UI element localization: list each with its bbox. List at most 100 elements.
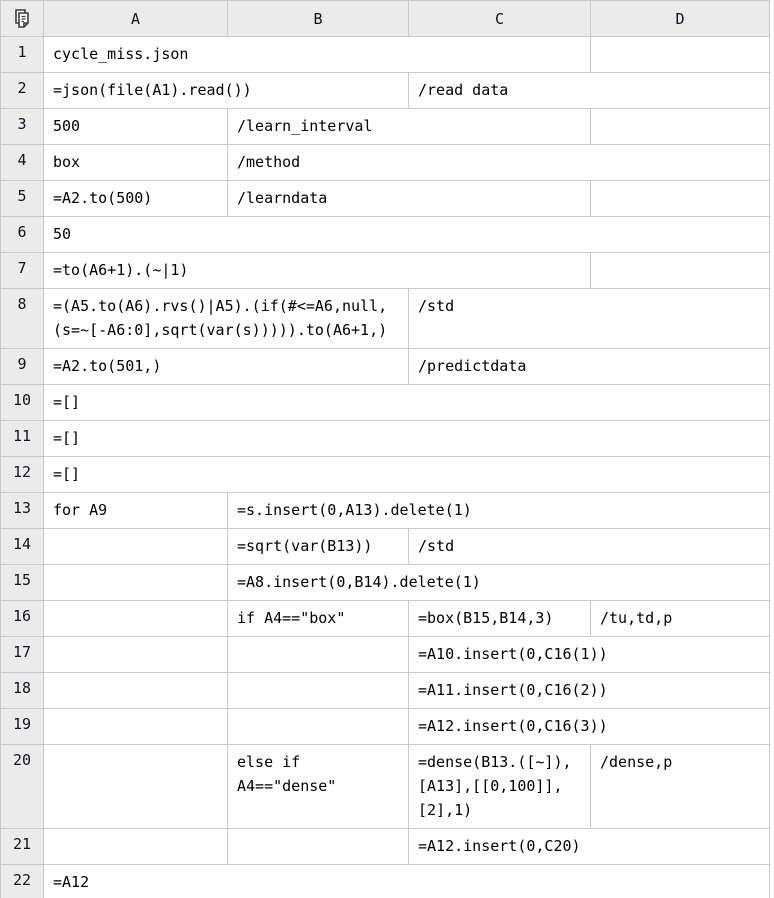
cell-A12[interactable]: =[] xyxy=(43,456,770,493)
cell-A1[interactable]: cycle_miss.json xyxy=(43,36,591,73)
cell-A11[interactable]: =[] xyxy=(43,420,770,457)
row-header-8[interactable]: 8 xyxy=(0,288,44,349)
row-header-20[interactable]: 20 xyxy=(0,744,44,829)
sheet-row-10: 10=[] xyxy=(0,384,770,421)
sheet-row-12: 12=[] xyxy=(0,456,770,493)
column-header-C[interactable]: C xyxy=(408,0,591,37)
cell-D7[interactable] xyxy=(590,252,770,289)
sheet-row-18: 18 =A11.insert(0,C16(2)) xyxy=(0,672,770,709)
cell-A13[interactable]: for A9 xyxy=(43,492,228,529)
cell-B16[interactable]: if A4=="box" xyxy=(227,600,409,637)
row-header-18[interactable]: 18 xyxy=(0,672,44,709)
select-all-corner[interactable] xyxy=(0,0,44,37)
cell-C14[interactable]: /std xyxy=(408,528,770,565)
sheet-row-22: 22=A12 xyxy=(0,864,770,898)
cell-A16[interactable] xyxy=(43,600,228,637)
cell-B4[interactable]: /method xyxy=(227,144,770,181)
cell-D1[interactable] xyxy=(590,36,770,73)
sheet-row-2: 2=json(file(A1).read())/read data xyxy=(0,72,770,109)
row-header-13[interactable]: 13 xyxy=(0,492,44,529)
cell-A8[interactable]: =(A5.to(A6).rvs()|A5).(if(#<=A6,null, (s… xyxy=(43,288,409,349)
cell-C9[interactable]: /predictdata xyxy=(408,348,770,385)
cell-A7[interactable]: =to(A6+1).(~|1) xyxy=(43,252,591,289)
sheet-row-17: 17 =A10.insert(0,C16(1)) xyxy=(0,636,770,673)
cell-C18[interactable]: =A11.insert(0,C16(2)) xyxy=(408,672,770,709)
cell-C16[interactable]: =box(B15,B14,3) xyxy=(408,600,591,637)
cell-B20[interactable]: else if A4=="dense" xyxy=(227,744,409,829)
row-header-9[interactable]: 9 xyxy=(0,348,44,385)
row-header-3[interactable]: 3 xyxy=(0,108,44,145)
copy-sheets-icon xyxy=(1,7,43,31)
cell-A21[interactable] xyxy=(43,828,228,865)
row-header-15[interactable]: 15 xyxy=(0,564,44,601)
row-header-5[interactable]: 5 xyxy=(0,180,44,217)
cell-A3[interactable]: 500 xyxy=(43,108,228,145)
column-header-A[interactable]: A xyxy=(43,0,228,37)
cell-B15[interactable]: =A8.insert(0,B14).delete(1) xyxy=(227,564,770,601)
cell-A17[interactable] xyxy=(43,636,228,673)
row-header-16[interactable]: 16 xyxy=(0,600,44,637)
row-header-12[interactable]: 12 xyxy=(0,456,44,493)
cell-A20[interactable] xyxy=(43,744,228,829)
cell-C8[interactable]: /std xyxy=(408,288,770,349)
row-header-10[interactable]: 10 xyxy=(0,384,44,421)
cell-C2[interactable]: /read data xyxy=(408,72,770,109)
sheet-row-21: 21 =A12.insert(0,C20) xyxy=(0,828,770,865)
sheet-row-15: 15 =A8.insert(0,B14).delete(1) xyxy=(0,564,770,601)
cell-B5[interactable]: /learndata xyxy=(227,180,591,217)
column-header-D[interactable]: D xyxy=(590,0,770,37)
sheet-row-20: 20 else if A4=="dense"=dense(B13.([~]), [… xyxy=(0,744,770,829)
cell-A19[interactable] xyxy=(43,708,228,745)
cell-D20[interactable]: /dense,p xyxy=(590,744,770,829)
cell-B19[interactable] xyxy=(227,708,409,745)
row-header-7[interactable]: 7 xyxy=(0,252,44,289)
sheet-row-16: 16 if A4=="box"=box(B15,B14,3)/tu,td,p xyxy=(0,600,770,637)
cell-A15[interactable] xyxy=(43,564,228,601)
cell-A14[interactable] xyxy=(43,528,228,565)
row-header-14[interactable]: 14 xyxy=(0,528,44,565)
column-header-row: A B C D xyxy=(0,0,770,37)
cell-C19[interactable]: =A12.insert(0,C16(3)) xyxy=(408,708,770,745)
cell-A2[interactable]: =json(file(A1).read()) xyxy=(43,72,409,109)
cell-B14[interactable]: =sqrt(var(B13)) xyxy=(227,528,409,565)
cell-A22[interactable]: =A12 xyxy=(43,864,770,898)
cell-A10[interactable]: =[] xyxy=(43,384,770,421)
cell-B17[interactable] xyxy=(227,636,409,673)
row-header-21[interactable]: 21 xyxy=(0,828,44,865)
sheet-row-9: 9=A2.to(501,)/predictdata xyxy=(0,348,770,385)
cell-B21[interactable] xyxy=(227,828,409,865)
row-header-6[interactable]: 6 xyxy=(0,216,44,253)
cell-A9[interactable]: =A2.to(501,) xyxy=(43,348,409,385)
cell-A6[interactable]: 50 xyxy=(43,216,770,253)
row-header-11[interactable]: 11 xyxy=(0,420,44,457)
cell-B3[interactable]: /learn_interval xyxy=(227,108,591,145)
row-header-1[interactable]: 1 xyxy=(0,36,44,73)
cell-C21[interactable]: =A12.insert(0,C20) xyxy=(408,828,770,865)
cell-A4[interactable]: box xyxy=(43,144,228,181)
sheet-row-14: 14 =sqrt(var(B13))/std xyxy=(0,528,770,565)
sheet-row-8: 8=(A5.to(A6).rvs()|A5).(if(#<=A6,null, (… xyxy=(0,288,770,349)
row-header-19[interactable]: 19 xyxy=(0,708,44,745)
cell-D5[interactable] xyxy=(590,180,770,217)
cell-A5[interactable]: =A2.to(500) xyxy=(43,180,228,217)
column-header-B[interactable]: B xyxy=(227,0,409,37)
cell-B13[interactable]: =s.insert(0,A13).delete(1) xyxy=(227,492,770,529)
cell-C17[interactable]: =A10.insert(0,C16(1)) xyxy=(408,636,770,673)
cell-D16[interactable]: /tu,td,p xyxy=(590,600,770,637)
row-header-2[interactable]: 2 xyxy=(0,72,44,109)
sheet-row-11: 11=[] xyxy=(0,420,770,457)
row-header-22[interactable]: 22 xyxy=(0,864,44,898)
cell-D3[interactable] xyxy=(590,108,770,145)
row-header-4[interactable]: 4 xyxy=(0,144,44,181)
cell-A18[interactable] xyxy=(43,672,228,709)
row-header-17[interactable]: 17 xyxy=(0,636,44,673)
cell-C20[interactable]: =dense(B13.([~]), [A13],[[0,100]], [2],1… xyxy=(408,744,591,829)
cell-B18[interactable] xyxy=(227,672,409,709)
